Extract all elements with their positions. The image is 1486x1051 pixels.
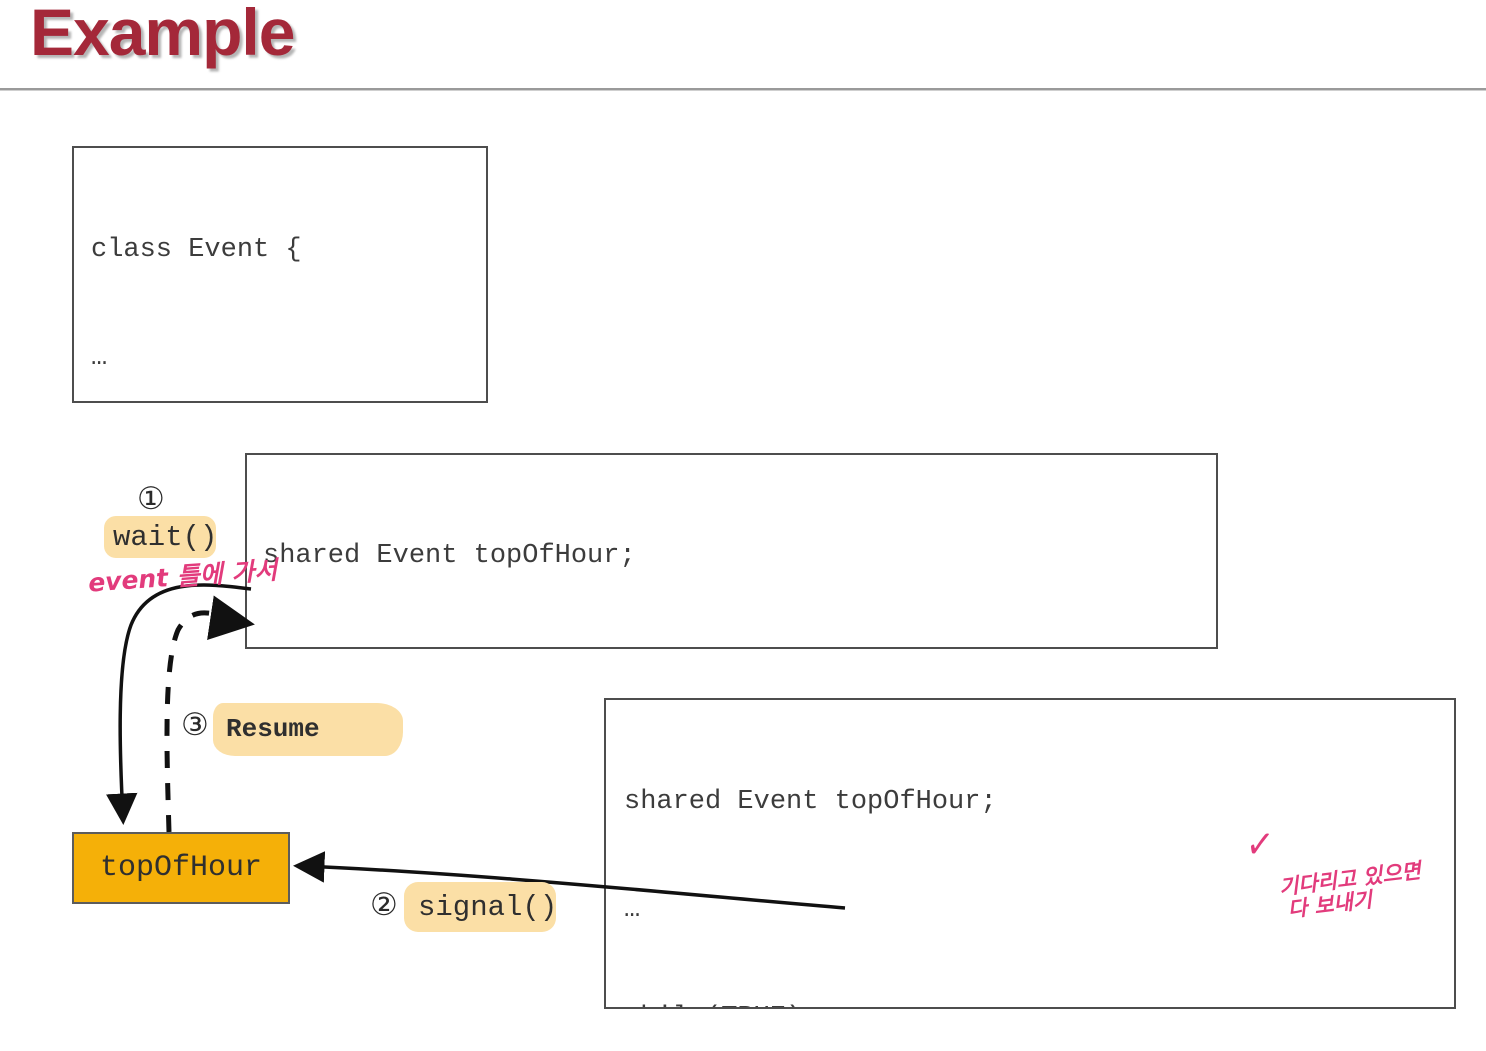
code-block-class-event: class Event { … public: void signal(); v… — [72, 146, 488, 403]
event-object-topofhour: topOfHour — [72, 832, 290, 904]
step-label-signal: signal() — [404, 882, 558, 932]
step-number-1: ① — [137, 481, 165, 517]
step-number-2: ② — [370, 887, 398, 923]
highlight-background — [213, 703, 403, 756]
highlight-background — [104, 516, 216, 558]
code-block-signal-thread: shared Event topOfHour; … while(TRUE) if… — [604, 698, 1456, 1009]
step-label-text: Resume — [226, 714, 320, 744]
code-line: … — [91, 343, 108, 373]
code-block-wait-thread: shared Event topOfHour; … // Wait until … — [245, 453, 1218, 649]
step-label-wait: wait() — [104, 516, 218, 558]
highlight-background — [404, 882, 556, 932]
step-label-resume: Resume — [213, 703, 403, 756]
page-title: Example — [30, 0, 295, 69]
step-number-3: ③ — [181, 707, 209, 743]
handwritten-check-mark: ✓ — [1244, 820, 1276, 870]
arrow-wait-call — [106, 583, 252, 825]
event-object-label: topOfHour — [99, 851, 263, 885]
code-line: shared Event topOfHour; — [624, 787, 997, 817]
code-line: class Event { — [91, 235, 302, 265]
code-line: … — [263, 646, 1216, 647]
code-line: shared Event topOfHour; — [263, 541, 636, 571]
step-label-text: signal() — [418, 891, 558, 924]
code-line: while(TRUE) — [624, 1000, 1454, 1007]
title-divider — [0, 88, 1486, 91]
step-label-text: wait() — [113, 521, 218, 554]
